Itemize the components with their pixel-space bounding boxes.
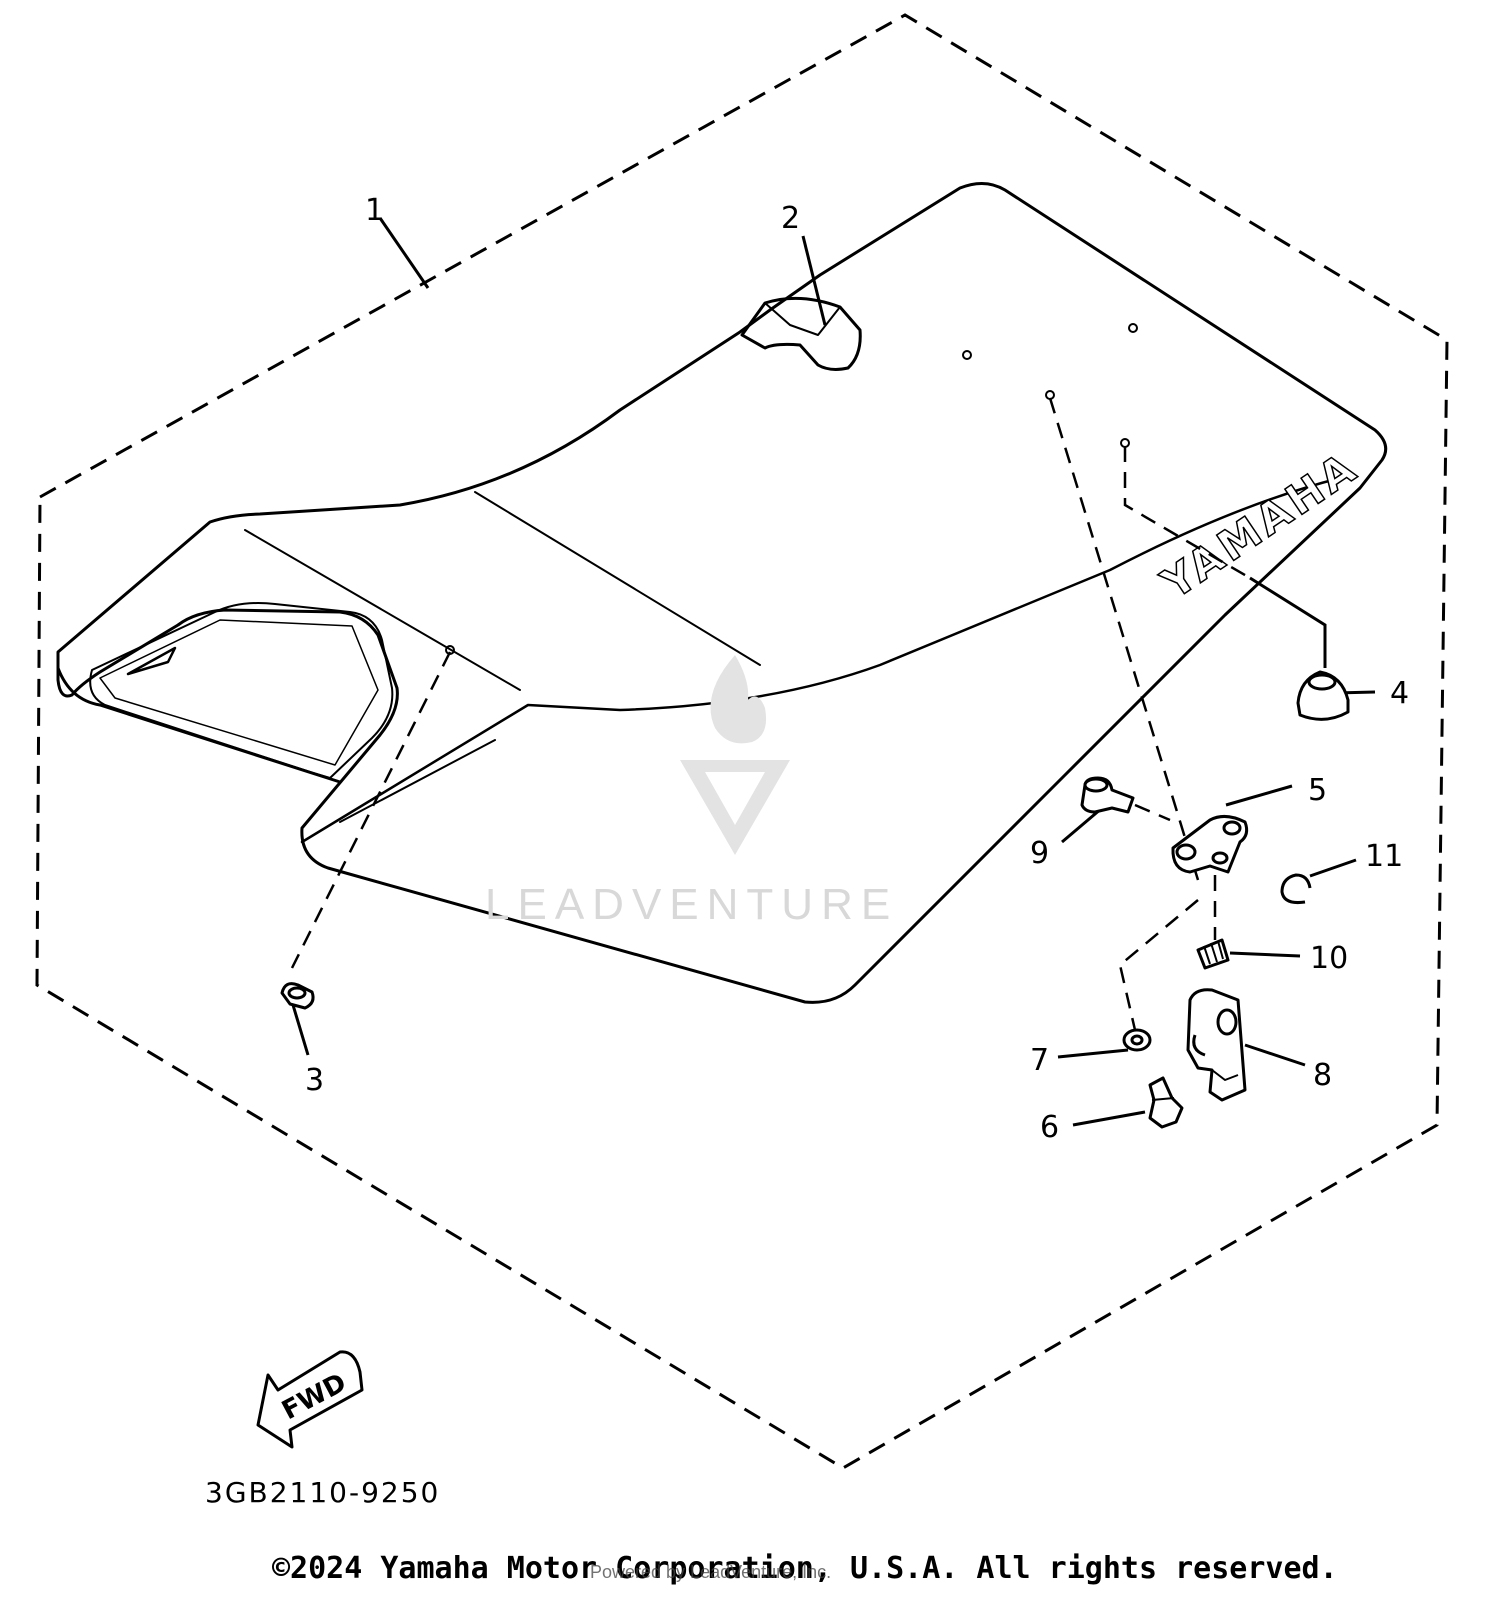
seat-side-line <box>56 666 342 784</box>
part-5-bracket <box>1171 815 1249 874</box>
seat-hole <box>962 350 972 360</box>
part-3-grommet <box>280 982 315 1010</box>
seat-cutout-inner <box>99 619 379 766</box>
seat-hole <box>1045 390 1055 400</box>
callout-7: 7 <box>1030 1043 1049 1078</box>
seat-hole <box>1128 323 1138 333</box>
callout-9: 9 <box>1030 836 1049 871</box>
callout-1: 1 <box>365 193 384 228</box>
watermark-text: LEADVENTURE <box>485 880 899 929</box>
part-7-washer <box>1122 1028 1152 1052</box>
powered-by-link[interactable]: Powered by LeadVenture, Inc. <box>590 1562 832 1582</box>
seat-tuck-line-3 <box>339 739 496 823</box>
part-9-bolt <box>1080 776 1135 814</box>
callout-6: 6 <box>1040 1110 1059 1145</box>
bracket-part-2 <box>740 296 862 371</box>
callout-2: 2 <box>781 201 800 236</box>
part-8-latch <box>1186 988 1247 1102</box>
seat-illustration <box>56 182 1388 1004</box>
seat-hole <box>1120 438 1130 448</box>
seat-ridge <box>300 476 1342 844</box>
callout-11: 11 <box>1365 839 1403 874</box>
callout-8: 8 <box>1313 1058 1332 1093</box>
watermark-emblem <box>680 655 790 855</box>
copyright-notice: ©2024 Yamaha Motor Corporation, U.S.A. A… <box>272 1551 1338 1586</box>
part-11-clip <box>1280 873 1312 904</box>
callout-10: 10 <box>1310 941 1348 976</box>
assembly-lines <box>290 397 1251 1031</box>
callout-numbers: 1 2 3 4 5 6 7 8 9 10 11 <box>305 193 1409 1145</box>
seat-outline <box>56 182 1388 1004</box>
seat-strap <box>126 646 177 676</box>
part-10-spring <box>1196 938 1230 970</box>
drawing-number: 3GB2110-9250 <box>205 1476 440 1509</box>
callout-4: 4 <box>1390 676 1409 711</box>
part-4-damper <box>1296 670 1350 721</box>
part-6-bolt <box>1148 1076 1184 1129</box>
seat-tuck-line-1 <box>244 529 521 691</box>
small-parts <box>256 670 1350 1449</box>
callout-5: 5 <box>1308 773 1327 808</box>
assembly-boundary <box>35 13 1449 1470</box>
seat-cutout-panel <box>89 602 394 779</box>
fwd-arrow-icon <box>256 1350 364 1449</box>
seat-tuck-line-2 <box>474 491 761 666</box>
callout-3: 3 <box>305 1063 324 1098</box>
